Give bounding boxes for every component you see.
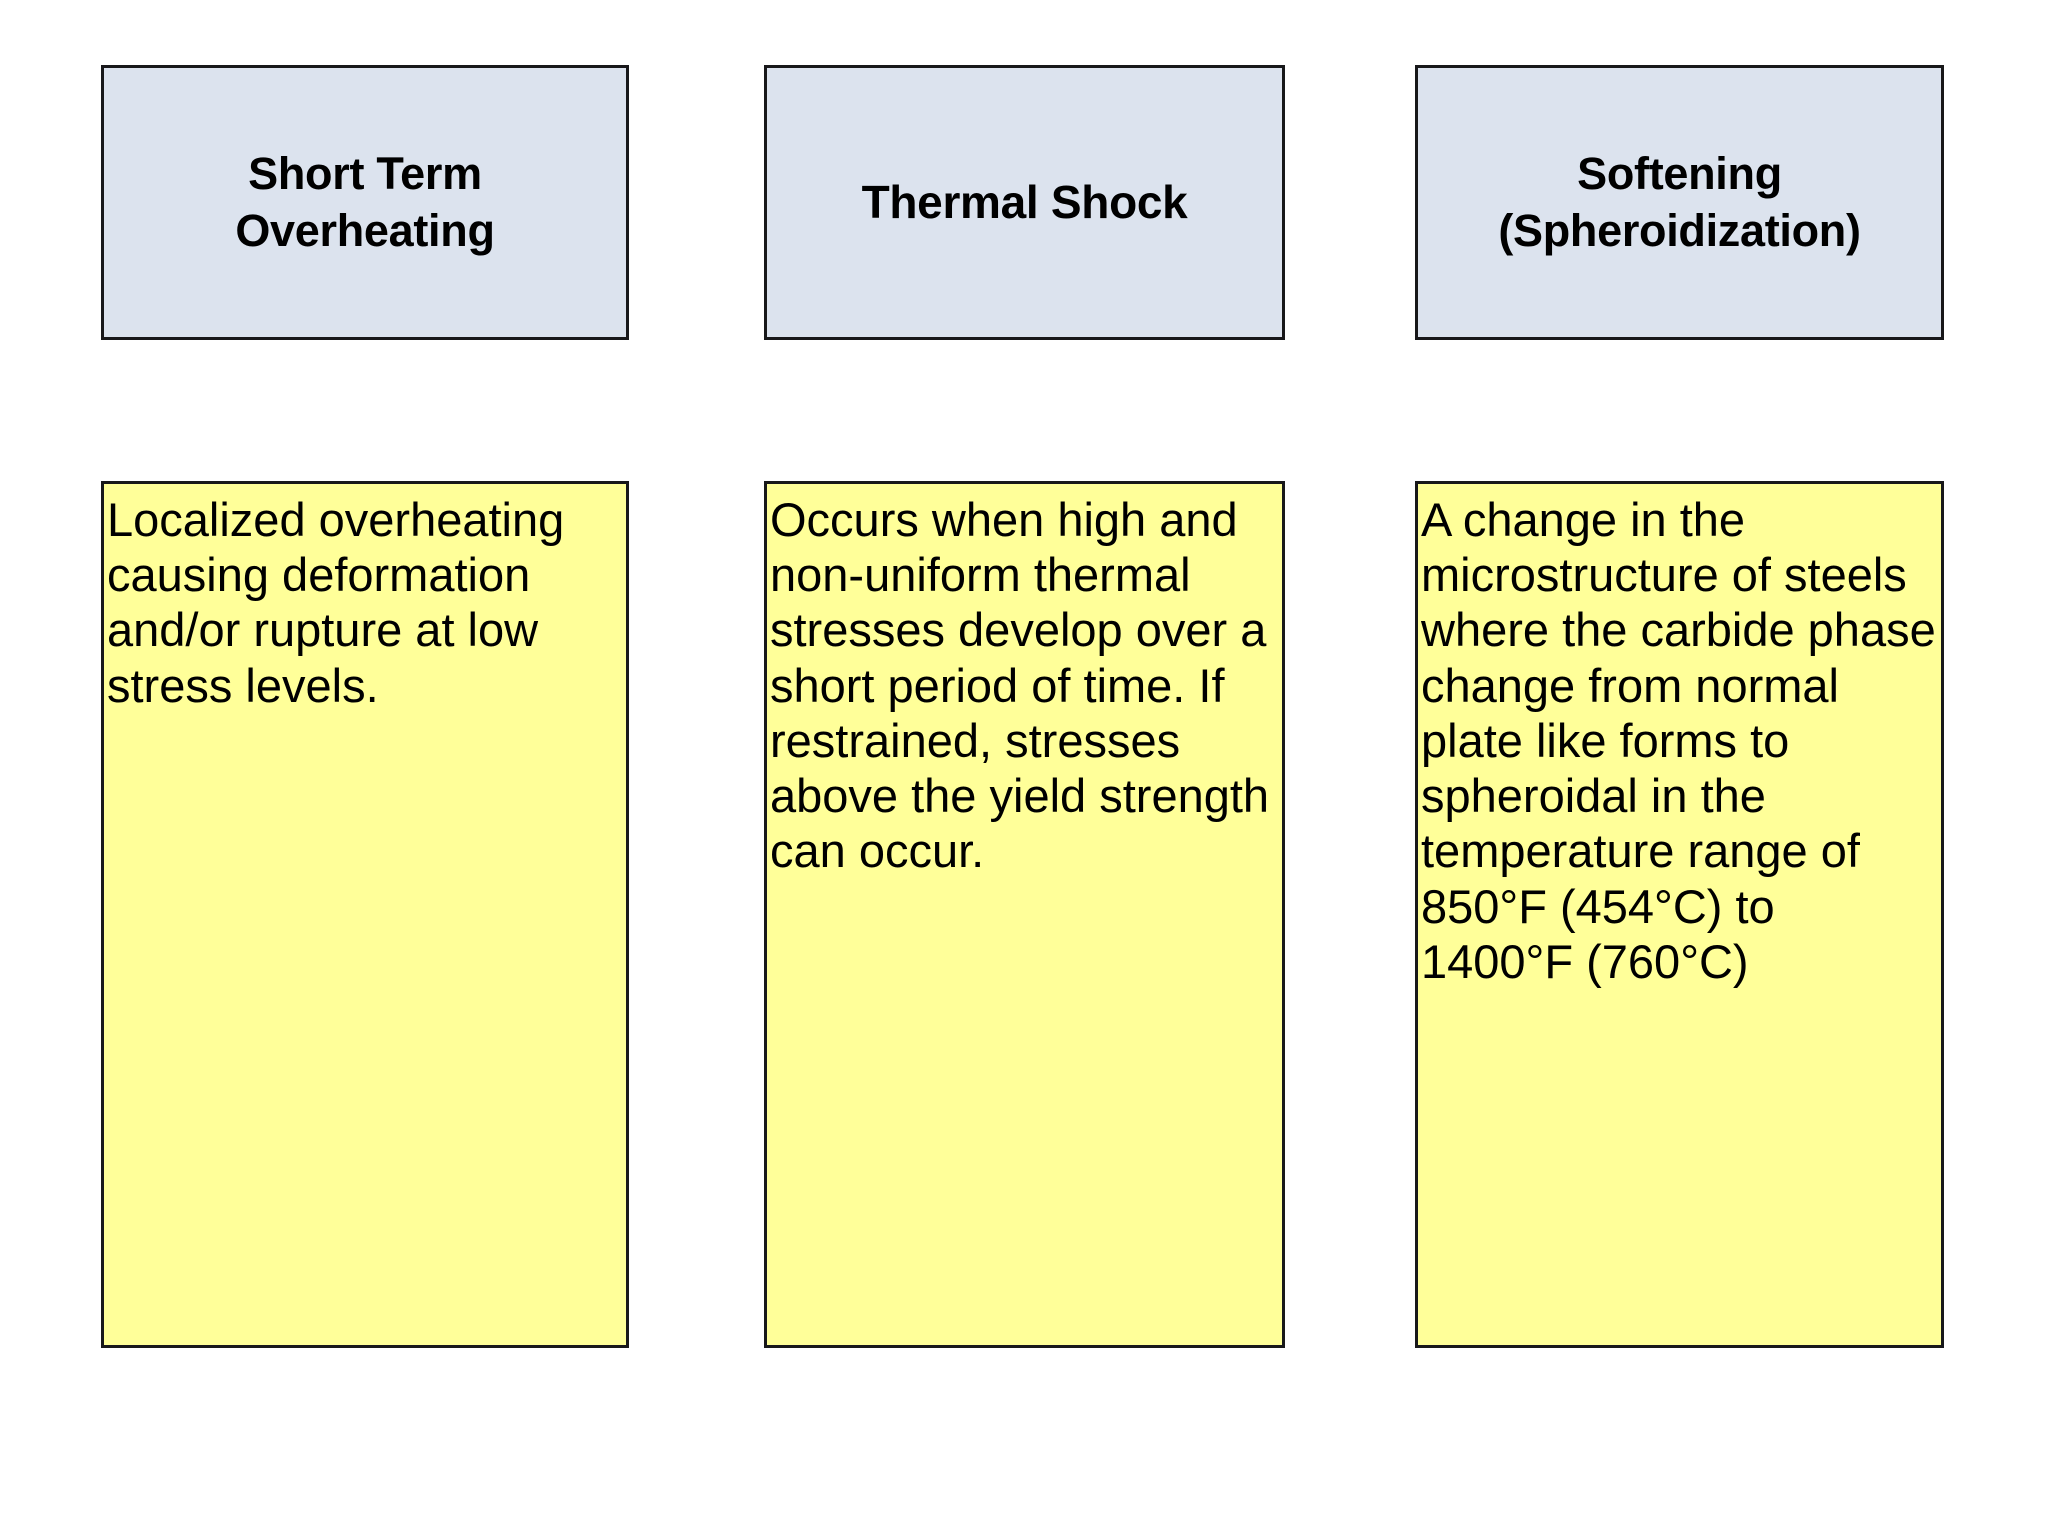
header-box-softening-spheroidization[interactable]: Softening (Spheroidization) — [1415, 65, 1944, 340]
body-box-softening-spheroidization[interactable]: A change in the microstructure of steels… — [1415, 481, 1944, 1348]
body-text-thermal-shock: Occurs when high and non-uniform thermal… — [770, 493, 1270, 878]
header-title-short-term-overheating: Short Term Overheating — [235, 148, 495, 256]
column-short-term-overheating: Short Term Overheating Localized overhea… — [101, 0, 629, 1536]
header-box-thermal-shock[interactable]: Thermal Shock — [764, 65, 1285, 340]
header-title-thermal-shock: Thermal Shock — [861, 175, 1188, 228]
body-box-thermal-shock[interactable]: Occurs when high and non-uniform thermal… — [764, 481, 1285, 1348]
header-box-short-term-overheating[interactable]: Short Term Overheating — [101, 65, 629, 340]
column-thermal-shock: Thermal Shock Occurs when high and non-u… — [764, 0, 1285, 1536]
column-softening-spheroidization: Softening (Spheroidization) A change in … — [1415, 0, 1944, 1536]
body-text-softening-spheroidization: A change in the microstructure of steels… — [1421, 493, 1936, 988]
body-text-short-term-overheating: Localized overheating causing deformatio… — [107, 493, 565, 712]
body-box-short-term-overheating[interactable]: Localized overheating causing deformatio… — [101, 481, 629, 1348]
header-title-softening-spheroidization: Softening (Spheroidization) — [1498, 148, 1861, 256]
